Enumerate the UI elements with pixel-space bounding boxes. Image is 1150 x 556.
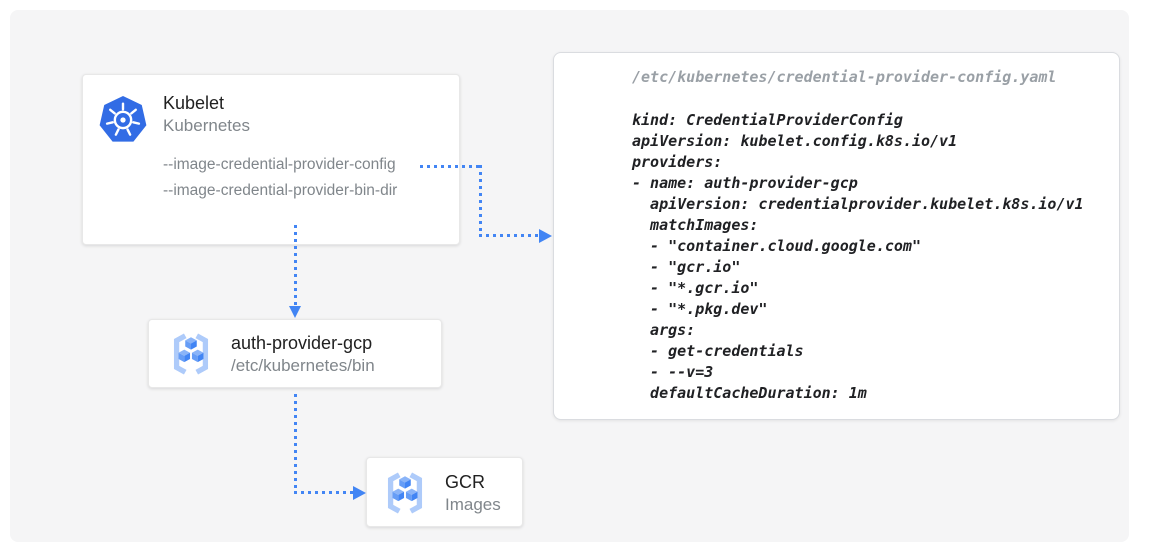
node-gcr-images: GCR Images bbox=[366, 457, 523, 527]
kubelet-title: Kubelet bbox=[163, 93, 225, 113]
node-auth-provider-gcp: auth-provider-gcp /etc/kubernetes/bin bbox=[148, 319, 442, 388]
node-kubelet: Kubelet Kubernetes --image-credential-pr… bbox=[82, 74, 460, 245]
edge-auth-provider-to-gcr-arrowhead-icon bbox=[353, 486, 366, 500]
flag-image-credential-provider-bin-dir: --image-credential-provider-bin-dir bbox=[163, 182, 398, 199]
edge-kubelet-to-auth-provider-segment bbox=[294, 225, 297, 307]
edge-kubelet-to-yaml-segment-3 bbox=[479, 234, 539, 237]
gcr-icon bbox=[387, 472, 423, 514]
kubelet-flags: --image-credential-provider-config --ima… bbox=[163, 152, 397, 204]
edge-kubelet-to-yaml-arrowhead-icon bbox=[539, 229, 552, 243]
edge-kubelet-to-yaml-segment-2 bbox=[479, 165, 482, 236]
edge-auth-provider-to-gcr-segment-1 bbox=[294, 394, 297, 493]
kubernetes-icon bbox=[99, 95, 147, 142]
edge-kubelet-to-yaml-segment-1 bbox=[420, 165, 480, 168]
config-yaml-content: kind: CredentialProviderConfig apiVersio… bbox=[632, 111, 1084, 402]
config-yaml-panel: /etc/kubernetes/credential-provider-conf… bbox=[553, 52, 1120, 420]
auth-provider-subtitle: /etc/kubernetes/bin bbox=[231, 356, 375, 375]
diagram-board: Kubelet Kubernetes --image-credential-pr… bbox=[10, 10, 1129, 542]
gcr-title: GCR bbox=[445, 472, 485, 492]
kubelet-subtitle: Kubernetes bbox=[163, 116, 250, 135]
flag-image-credential-provider-config: --image-credential-provider-config bbox=[163, 156, 396, 173]
auth-provider-title: auth-provider-gcp bbox=[231, 333, 373, 353]
gcr-icon bbox=[173, 333, 209, 375]
gcr-subtitle: Images bbox=[445, 495, 501, 514]
edge-auth-provider-to-gcr-segment-2 bbox=[294, 491, 354, 494]
edge-kubelet-to-auth-provider-arrowhead-icon bbox=[289, 306, 301, 318]
config-yaml-path: /etc/kubernetes/credential-provider-conf… bbox=[632, 68, 1057, 86]
